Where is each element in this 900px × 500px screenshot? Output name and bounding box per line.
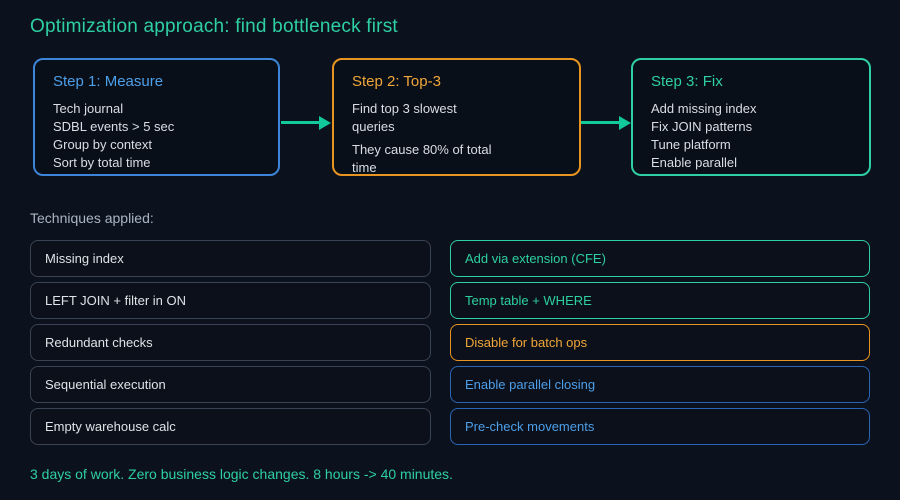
step-item: SDBL events > 5 sec xyxy=(53,119,175,134)
flow-step-fix: Step 3: Fix Add missing index Fix JOIN p… xyxy=(631,58,871,176)
technique-solution: Disable for batch ops xyxy=(450,324,870,361)
step-item: They cause 80% of total time xyxy=(352,142,492,175)
step-item: Tune platform xyxy=(651,137,731,152)
technique-problem: Empty warehouse calc xyxy=(30,408,431,445)
step-item: Fix JOIN patterns xyxy=(651,119,753,134)
technique-solution: Temp table + WHERE xyxy=(450,282,870,319)
step-title: Step 3: Fix xyxy=(651,73,723,90)
page-title: Optimization approach: find bottleneck f… xyxy=(30,16,398,37)
step-item: Group by context xyxy=(53,137,152,152)
technique-problem: Missing index xyxy=(30,240,431,277)
technique-solution: Enable parallel closing xyxy=(450,366,870,403)
technique-solution: Pre-check movements xyxy=(450,408,870,445)
techniques-label: Techniques applied: xyxy=(30,210,154,226)
step-title: Step 1: Measure xyxy=(53,73,164,90)
arrow-shaft xyxy=(281,121,319,124)
step-item: Enable parallel xyxy=(651,155,738,170)
summary-footer: 3 days of work. Zero business logic chan… xyxy=(30,466,453,482)
flow-arrow-icon xyxy=(281,116,331,130)
flow-arrow-icon xyxy=(581,116,631,130)
technique-problem: LEFT JOIN + filter in ON xyxy=(30,282,431,319)
arrow-shaft xyxy=(581,121,619,124)
step-item: Add missing index xyxy=(651,101,757,116)
arrow-head xyxy=(319,116,331,130)
flow-step-top3: Step 2: Top-3 Find top 3 slowest queries… xyxy=(332,58,581,176)
step-title: Step 2: Top-3 xyxy=(352,73,441,90)
technique-solution: Add via extension (CFE) xyxy=(450,240,870,277)
flow-step-measure: Step 1: Measure Tech journal SDBL events… xyxy=(33,58,280,176)
arrow-head xyxy=(619,116,631,130)
technique-problem: Redundant checks xyxy=(30,324,431,361)
step-item: Tech journal xyxy=(53,101,124,116)
technique-problem: Sequential execution xyxy=(30,366,431,403)
step-item: Find top 3 slowest queries xyxy=(352,101,457,134)
step-item: Sort by total time xyxy=(53,155,151,170)
